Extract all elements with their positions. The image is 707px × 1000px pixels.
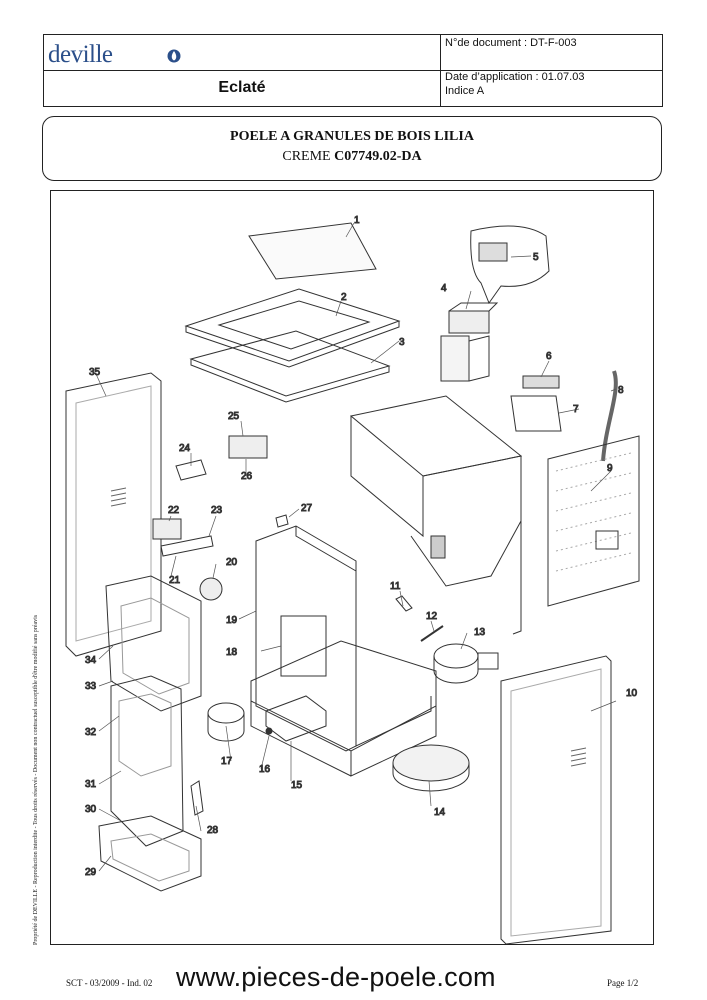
page-title: Eclaté <box>218 79 266 96</box>
exploded-view-frame: 1 2 3 4 5 6 7 8 9 10 11 12 13 14 15 16 1… <box>50 190 654 945</box>
part-control-panel <box>522 375 560 389</box>
part-label-10: 10 <box>626 688 638 699</box>
part-rear-panel <box>547 435 640 607</box>
part-label-18: 18 <box>226 647 238 658</box>
part-label-7: 7 <box>573 404 579 415</box>
product-name: POELE A GRANULES DE BOIS LILIA <box>230 129 474 144</box>
part-thermostat <box>199 577 223 601</box>
part-number-labels: 1 2 3 4 5 6 7 8 9 10 11 12 13 14 15 16 1… <box>85 215 639 879</box>
part-label-19: 19 <box>226 615 238 626</box>
part-fan-disc <box>392 744 470 782</box>
part-label-26: 26 <box>241 471 253 482</box>
part-lower-frame <box>189 330 391 397</box>
part-base <box>250 640 437 777</box>
part-label-17: 17 <box>221 756 233 767</box>
part-ash-drawer <box>98 815 202 892</box>
footer-reference: SCT - 03/2009 - Ind. 02 <box>66 978 153 988</box>
part-hose <box>601 370 618 462</box>
leader-lines <box>95 222 617 872</box>
part-label-14: 14 <box>434 807 446 818</box>
part-label-29: 29 <box>85 867 97 878</box>
part-label-16: 16 <box>259 764 271 775</box>
part-label-3: 3 <box>399 337 405 348</box>
part-handle <box>510 395 562 432</box>
part-label-11: 11 <box>390 581 401 592</box>
product-code: C07749.02-DA <box>334 149 422 164</box>
part-pellet-hopper <box>349 395 523 635</box>
part-label-6: 6 <box>546 351 552 362</box>
part-door-handle <box>190 780 204 816</box>
part-label-27: 27 <box>301 503 313 514</box>
part-blower <box>433 643 499 684</box>
part-label-22: 22 <box>168 505 180 516</box>
document-number: N°de document : DT-F-003 <box>445 37 577 49</box>
part-cable-assembly <box>175 459 207 481</box>
part-label-4: 4 <box>441 283 447 294</box>
part-label-32: 32 <box>85 727 97 738</box>
product-reference: CREME C07749.02-DA <box>43 149 661 165</box>
part-label-9: 9 <box>607 463 613 474</box>
brand-logo: deville <box>48 41 113 68</box>
part-control-board <box>228 435 268 459</box>
part-label-1: 1 <box>354 215 360 226</box>
part-label-13: 13 <box>474 627 486 638</box>
part-label-33: 33 <box>85 681 97 692</box>
part-firebox-body <box>255 525 432 752</box>
part-label-21: 21 <box>169 575 181 586</box>
part-label-25: 25 <box>228 411 240 422</box>
part-label-20: 20 <box>226 557 238 568</box>
part-fitting <box>395 595 413 612</box>
part-igniter-box <box>152 518 182 540</box>
part-label-23: 23 <box>211 505 223 516</box>
part-label-30: 30 <box>85 804 97 815</box>
part-label-12: 12 <box>426 611 438 622</box>
product-color: CREME <box>282 149 331 164</box>
footer-url[interactable]: www.pieces-de-poele.com <box>176 962 496 992</box>
part-label-5: 5 <box>533 252 539 263</box>
part-bubble <box>470 225 550 305</box>
part-label-31: 31 <box>85 779 97 790</box>
part-door <box>110 675 184 847</box>
part-connector <box>275 514 289 528</box>
part-rod <box>420 625 444 642</box>
page-number: Page 1/2 <box>607 978 639 988</box>
revision-index: Indice A <box>445 85 485 97</box>
product-title-box: POELE A GRANULES DE BOIS LILIA CREME C07… <box>42 116 662 181</box>
copyright-note: Propriété de DEVILLE - Reproduction inte… <box>33 614 39 945</box>
part-label-34: 34 <box>85 655 97 666</box>
part-igniter <box>160 535 214 557</box>
part-label-35: 35 <box>89 367 101 378</box>
part-label-24: 24 <box>179 443 191 454</box>
application-date: Date d’application : 01.07.03 <box>445 71 585 83</box>
part-label-15: 15 <box>291 780 303 791</box>
part-label-2: 2 <box>341 292 347 303</box>
part-label-8: 8 <box>618 385 624 396</box>
document-header: deville Eclaté N°de document : DT-F-003 … <box>43 34 663 107</box>
part-left-side-panel <box>65 372 162 657</box>
brand-flame-icon <box>167 49 181 63</box>
exploded-view-diagram: 1 2 3 4 5 6 7 8 9 10 11 12 13 14 15 16 1… <box>65 215 640 944</box>
part-right-side-panel <box>500 655 612 944</box>
part-top-plate <box>248 222 377 280</box>
part-door-frame <box>105 575 202 712</box>
header-divider-horizontal <box>44 70 662 71</box>
part-sensor <box>265 727 273 735</box>
part-cover-box <box>265 695 327 742</box>
part-extractor <box>207 702 245 724</box>
part-gear-motor <box>440 302 499 382</box>
part-label-28: 28 <box>207 825 219 836</box>
